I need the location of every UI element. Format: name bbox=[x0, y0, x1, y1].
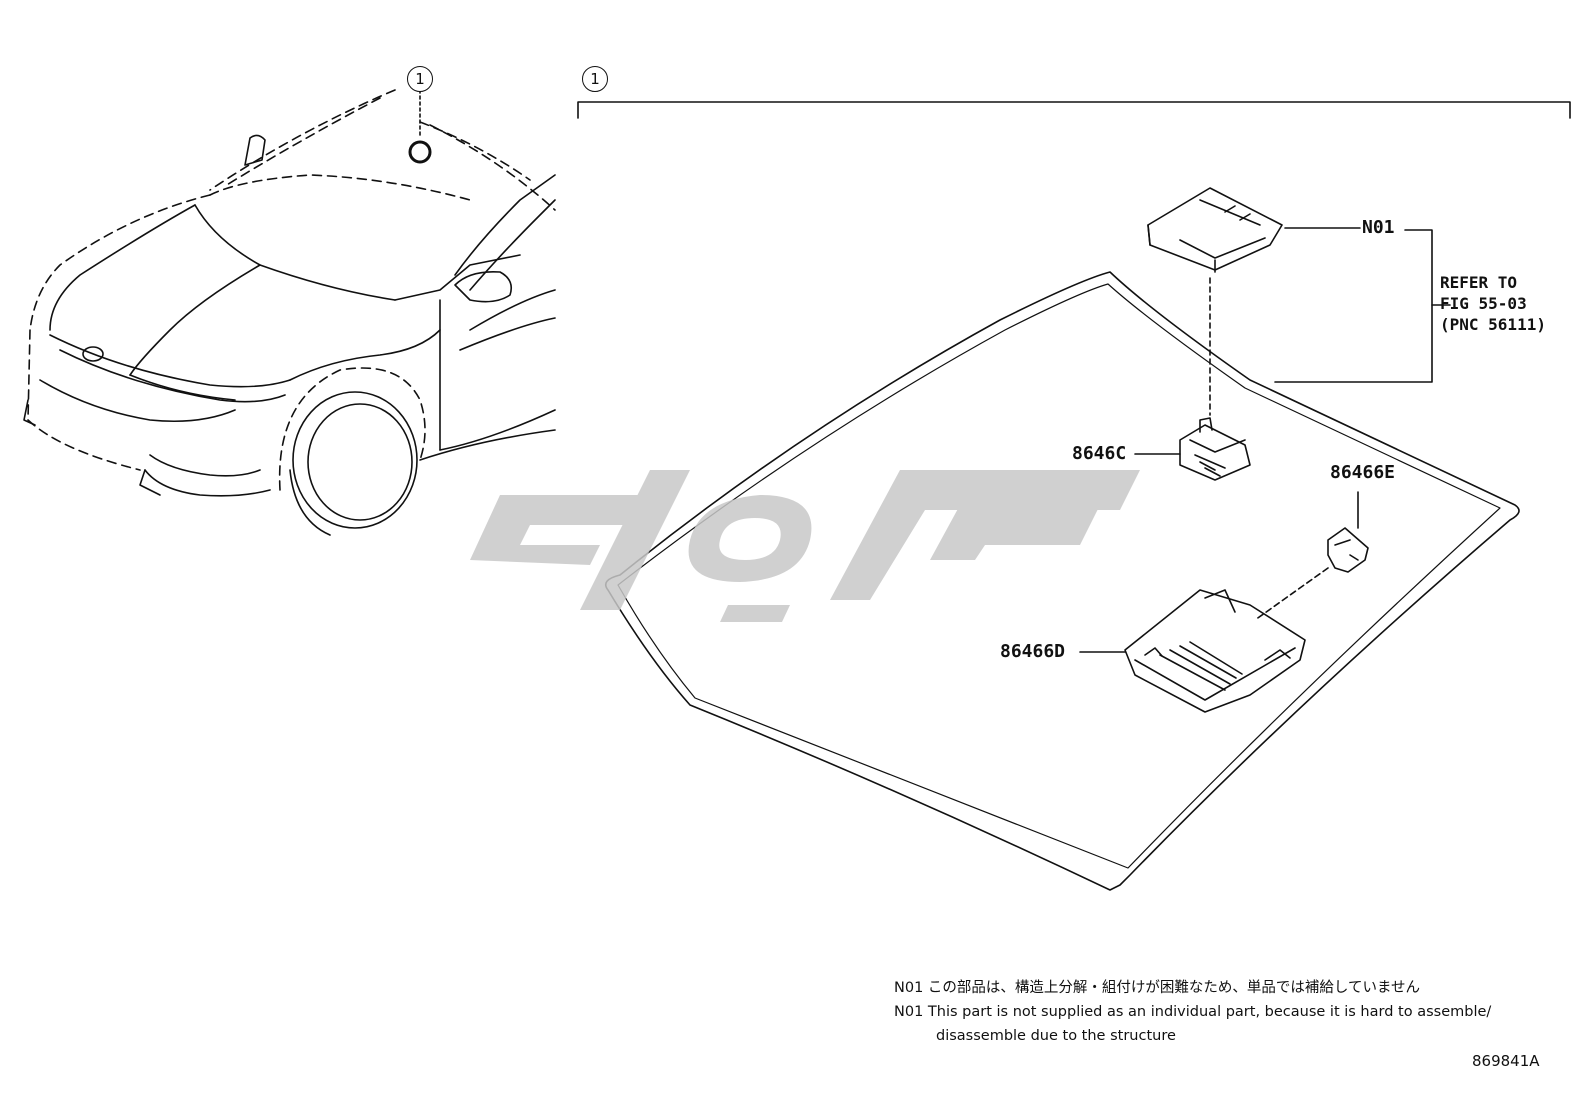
part-label-8646c: 8646C bbox=[1072, 443, 1127, 464]
refer-to-note: REFER TO FIG 55-03 (PNC 56111) bbox=[1440, 272, 1546, 335]
part-86466e-drawing bbox=[1327, 527, 1369, 573]
windshield-glass bbox=[604, 271, 1520, 891]
footnote-en-text-line2: disassemble due to the structure bbox=[936, 1028, 1176, 1044]
figure-id: 869841A bbox=[1472, 1052, 1540, 1070]
refer-line-1: REFER TO bbox=[1440, 273, 1518, 292]
car-front-illustration bbox=[23, 89, 556, 536]
part-label-n01: N01 bbox=[1362, 217, 1395, 238]
footnote-en-text-line1: This part is not supplied as an individu… bbox=[927, 1004, 1492, 1020]
part-label-86466d: 86466D bbox=[1000, 641, 1066, 662]
footnote-en: N01 This part is not supplied as an indi… bbox=[894, 1000, 1491, 1048]
footnote-jp: N01 この部品は、構造上分解・組付けが困難なため、単品では補給していません bbox=[894, 976, 1491, 1000]
refer-line-3: (PNC 56111) bbox=[1440, 315, 1546, 334]
part-n01-drawing bbox=[1147, 187, 1283, 273]
footnotes: N01 この部品は、構造上分解・組付けが困難なため、単品では補給していません N… bbox=[894, 976, 1491, 1048]
part-8646c-drawing bbox=[1179, 417, 1251, 481]
callout-assembly: 1 bbox=[582, 66, 608, 92]
refer-line-2: FIG 55-03 bbox=[1440, 294, 1527, 313]
part-86466d-drawing bbox=[1124, 589, 1306, 713]
part-label-86466e: 86466E bbox=[1330, 462, 1396, 483]
footnote-jp-prefix: N01 bbox=[894, 980, 924, 996]
footnote-jp-text: この部品は、構造上分解・組付けが困難なため、単品では補給していません bbox=[927, 980, 1421, 996]
callout-car-view: 1 bbox=[407, 66, 433, 92]
footnote-en-prefix: N01 bbox=[894, 1004, 924, 1020]
